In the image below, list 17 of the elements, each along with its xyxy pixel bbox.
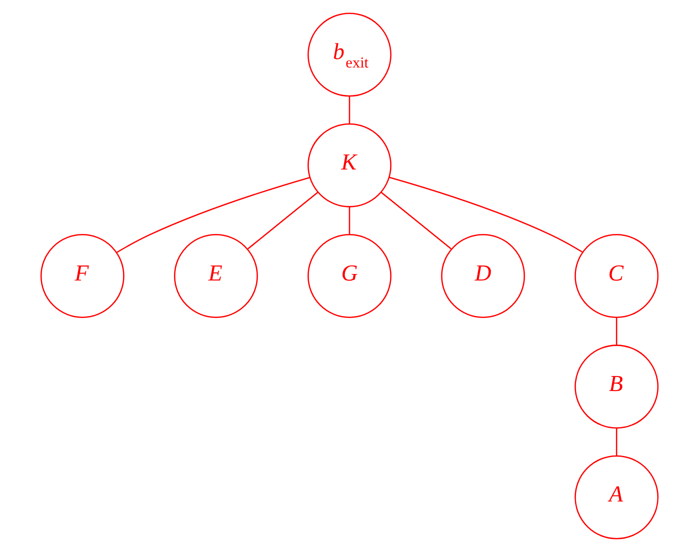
node-circle: A bbox=[574, 455, 659, 540]
connector bbox=[616, 318, 618, 346]
connector bbox=[616, 428, 618, 456]
connector bbox=[348, 206, 350, 234]
connector bbox=[389, 176, 584, 253]
connector bbox=[116, 176, 310, 254]
connector bbox=[247, 192, 318, 250]
node-circle: B bbox=[574, 344, 659, 429]
node-circle: G bbox=[308, 234, 392, 318]
node-circle: b$_{exit}$ bbox=[308, 12, 392, 97]
node-circle: E bbox=[174, 234, 258, 318]
node-circle: K bbox=[308, 123, 392, 208]
connector bbox=[348, 96, 350, 124]
node-circle: D bbox=[441, 234, 525, 318]
node-circle: F bbox=[40, 234, 124, 318]
node-circle: C bbox=[574, 234, 659, 318]
connector bbox=[380, 192, 452, 250]
